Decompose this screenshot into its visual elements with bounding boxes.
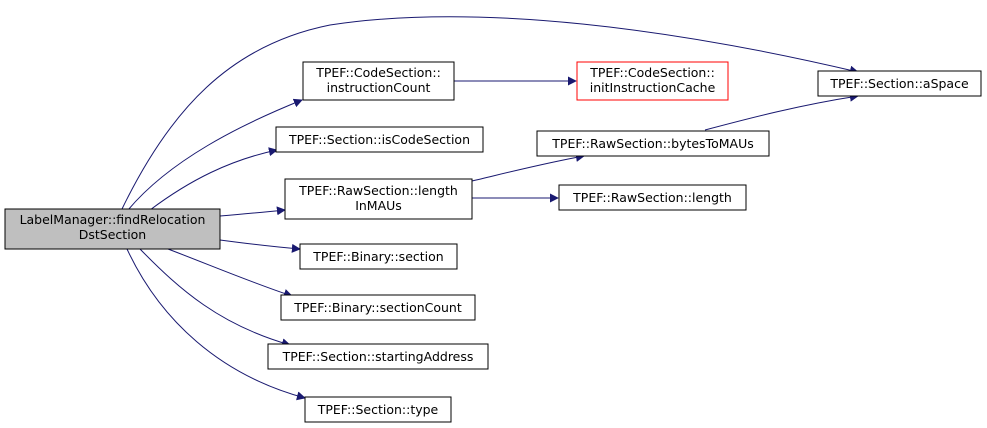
node-instructionCount-line1: TPEF::CodeSection:: xyxy=(315,65,441,80)
node-sectionCount[interactable]: TPEF::Binary::sectionCount xyxy=(280,294,476,321)
edge-root-to-sectionCount xyxy=(167,248,293,298)
node-length[interactable]: TPEF::RawSection::length xyxy=(558,184,747,211)
node-sectionCount-label: TPEF::Binary::sectionCount xyxy=(293,300,462,315)
edge-root-to-isCodeSection xyxy=(149,147,278,211)
node-type-label: TPEF::Section::type xyxy=(317,402,439,417)
edge-root-to-instructionCount xyxy=(127,98,303,211)
node-initInstructionCache[interactable]: TPEF::CodeSection:: initInstructionCache xyxy=(576,61,729,101)
node-initInstructionCache-line2: initInstructionCache xyxy=(590,80,716,95)
node-instructionCount-line2: instructionCount xyxy=(327,80,431,95)
edge-root-to-startingAddress xyxy=(139,248,291,348)
node-root-line2: DstSection xyxy=(79,227,146,242)
edge-root-to-lengthInMAUs xyxy=(219,206,286,217)
edge-bytesToMAUs-to-aSpace xyxy=(704,92,859,131)
node-length-label: TPEF::RawSection::length xyxy=(572,190,732,205)
node-aSpace-label: TPEF::Section::aSpace xyxy=(829,76,969,91)
node-initInstructionCache-line1: TPEF::CodeSection:: xyxy=(589,65,715,80)
node-type[interactable]: TPEF::Section::type xyxy=(304,396,452,423)
node-isCodeSection-label: TPEF::Section::isCodeSection xyxy=(288,132,470,147)
node-isCodeSection[interactable]: TPEF::Section::isCodeSection xyxy=(275,126,484,153)
edge-root-to-section xyxy=(219,239,301,253)
node-lengthInMAUs-line1: TPEF::RawSection::length xyxy=(298,183,458,198)
edge-root-to-aSpace xyxy=(121,16,859,210)
node-section-label: TPEF::Binary::section xyxy=(312,249,443,264)
node-root-line1: LabelManager::findRelocation xyxy=(20,212,206,227)
node-root[interactable]: LabelManager::findRelocation DstSection xyxy=(4,208,221,250)
node-lengthInMAUs[interactable]: TPEF::RawSection::length InMAUs xyxy=(284,178,473,220)
edge-lengthInMAUs-to-bytesToMAUs xyxy=(471,153,585,182)
node-startingAddress[interactable]: TPEF::Section::startingAddress xyxy=(267,343,489,370)
node-bytesToMAUs[interactable]: TPEF::RawSection::bytesToMAUs xyxy=(536,130,770,157)
node-startingAddress-label: TPEF::Section::startingAddress xyxy=(282,349,474,364)
node-instructionCount[interactable]: TPEF::CodeSection:: instructionCount xyxy=(302,61,455,101)
node-bytesToMAUs-label: TPEF::RawSection::bytesToMAUs xyxy=(551,136,753,151)
node-section[interactable]: TPEF::Binary::section xyxy=(299,243,458,270)
edge-root-to-type xyxy=(126,248,306,401)
node-aSpace[interactable]: TPEF::Section::aSpace xyxy=(817,70,982,97)
node-lengthInMAUs-line2: InMAUs xyxy=(355,198,402,213)
